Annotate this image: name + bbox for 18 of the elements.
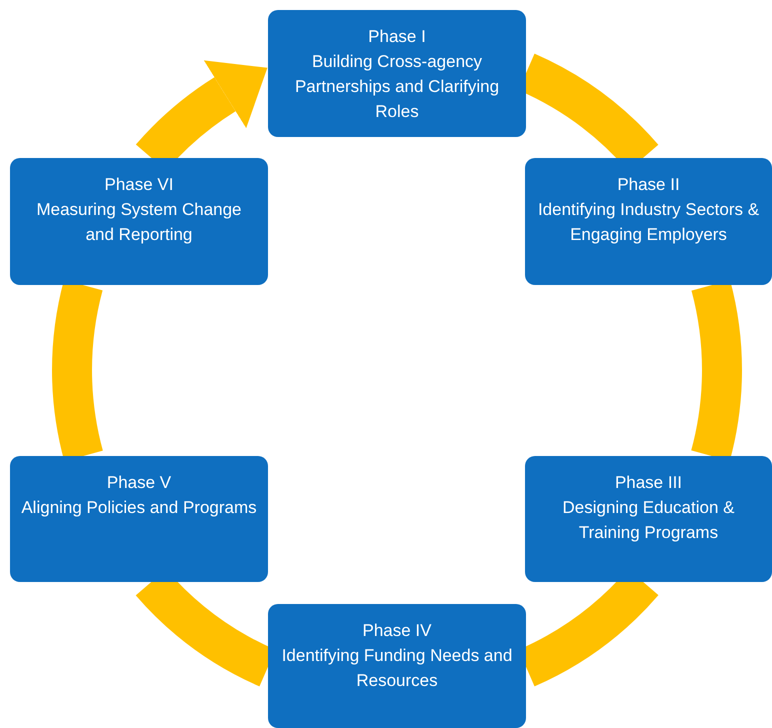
phase-box bbox=[525, 456, 772, 582]
phase-title: Phase I bbox=[367, 26, 427, 48]
phase-description: Identifying Industry Sectors & Engaging Employers bbox=[536, 199, 760, 246]
phase-title: Phase VI bbox=[104, 174, 174, 196]
phase-title: Phase II bbox=[616, 174, 681, 196]
phase-title: Phase IV bbox=[362, 620, 432, 642]
phase-box bbox=[10, 456, 268, 582]
phase-title: Phase III bbox=[614, 472, 684, 494]
phase-title: Phase V bbox=[106, 472, 172, 494]
phase-description: Measuring System Change and Reporting bbox=[35, 199, 243, 246]
phase-description: Designing Education & Training Programs bbox=[561, 497, 736, 544]
phase-box bbox=[268, 10, 526, 137]
phase-description: Identifying Funding Needs and Resources bbox=[280, 645, 514, 692]
phase-box bbox=[10, 158, 268, 285]
phase-description: Aligning Policies and Programs bbox=[20, 497, 258, 519]
phase-box bbox=[525, 158, 772, 285]
phase-description: Building Cross-agency Partnerships and Clarifying Roles bbox=[294, 51, 500, 123]
phase-box bbox=[268, 604, 526, 728]
